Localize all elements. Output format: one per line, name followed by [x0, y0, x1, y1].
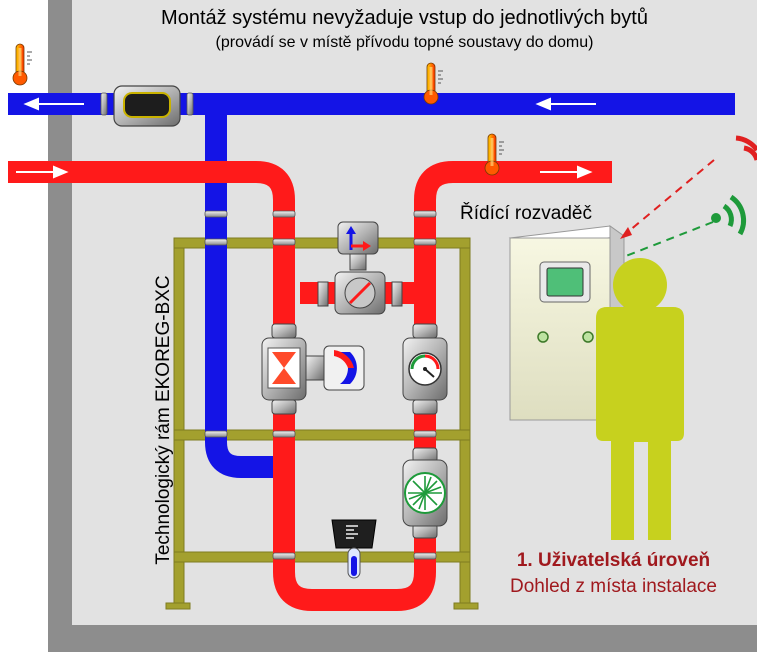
page-subtitle: (provádí se v místě přívodu topné sousta…: [215, 34, 594, 51]
flow-arrow-icon: [16, 97, 596, 179]
cabinet-label: Řídící rozvaděč: [460, 203, 592, 224]
pump-icon: [402, 447, 448, 539]
user-level-title: 1. Uživatelská úroveň: [516, 550, 711, 571]
person-icon: [596, 258, 684, 540]
pressure-regulator-icon: [261, 323, 365, 415]
user-level-subtitle: Dohled z místa instalace: [510, 576, 717, 597]
technology-frame: [165, 237, 479, 610]
heat-meter-icon: [113, 85, 181, 127]
frame-label: Technologický rám EKOREG-BXC: [153, 275, 174, 565]
control-valve-icon: [317, 221, 403, 315]
immersion-sensor-icon: [331, 519, 377, 579]
pressure-gauge-icon: [402, 323, 448, 415]
page-title: Montáž systému nevyžaduje vstup do jedno…: [161, 7, 648, 29]
